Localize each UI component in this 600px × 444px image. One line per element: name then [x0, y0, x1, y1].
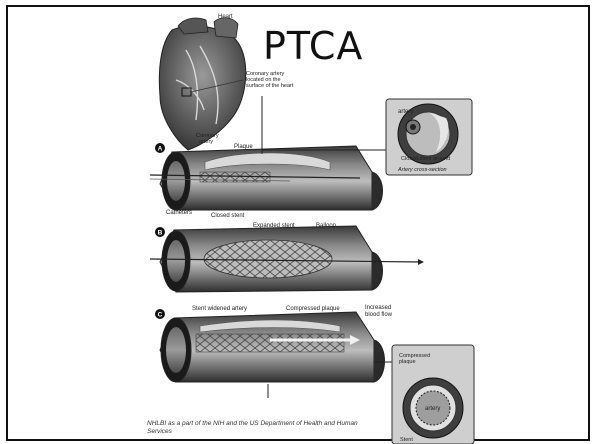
svg-text:A: A [158, 146, 163, 153]
catheters-label: Catheters [166, 210, 192, 216]
increased-blood-flow-label: Increased blood flow [365, 305, 393, 318]
balloon-label: Balloon [316, 223, 336, 229]
inset-artery-label: artery [398, 109, 413, 115]
coronary-artery-label: Coronary artery [196, 133, 220, 145]
closed-stent-label: Closed stent [211, 213, 245, 219]
svg-text:B: B [158, 230, 163, 237]
compressed-plaque-label: Compressed plaque [286, 306, 340, 312]
heart-illustration [159, 18, 245, 150]
panel-a: A [150, 143, 395, 210]
heart-label: Heart [218, 14, 233, 20]
coronary-artery-surface-label: Coronary artery located on the surface o… [246, 71, 294, 89]
expanded-stent-label: Expanded stent [253, 223, 295, 229]
svg-text:C: C [158, 312, 163, 319]
plaque-label: Plaque [234, 144, 253, 150]
stent-widened-artery-label: Stent widened artery [192, 306, 247, 312]
artery-cross-section-label: Artery cross-section [397, 167, 447, 173]
stent-label: Stent [400, 437, 413, 443]
image-credit-caption: NHLBI as a part of the NIH and the US De… [147, 420, 377, 436]
inset-artery-bottom-label: artery [425, 406, 440, 412]
panel-c: C [155, 309, 396, 398]
slide-title: PTCA [263, 24, 363, 68]
closed-stent-around-label: Closed stent around [401, 156, 450, 162]
panel-b: B [150, 226, 424, 292]
